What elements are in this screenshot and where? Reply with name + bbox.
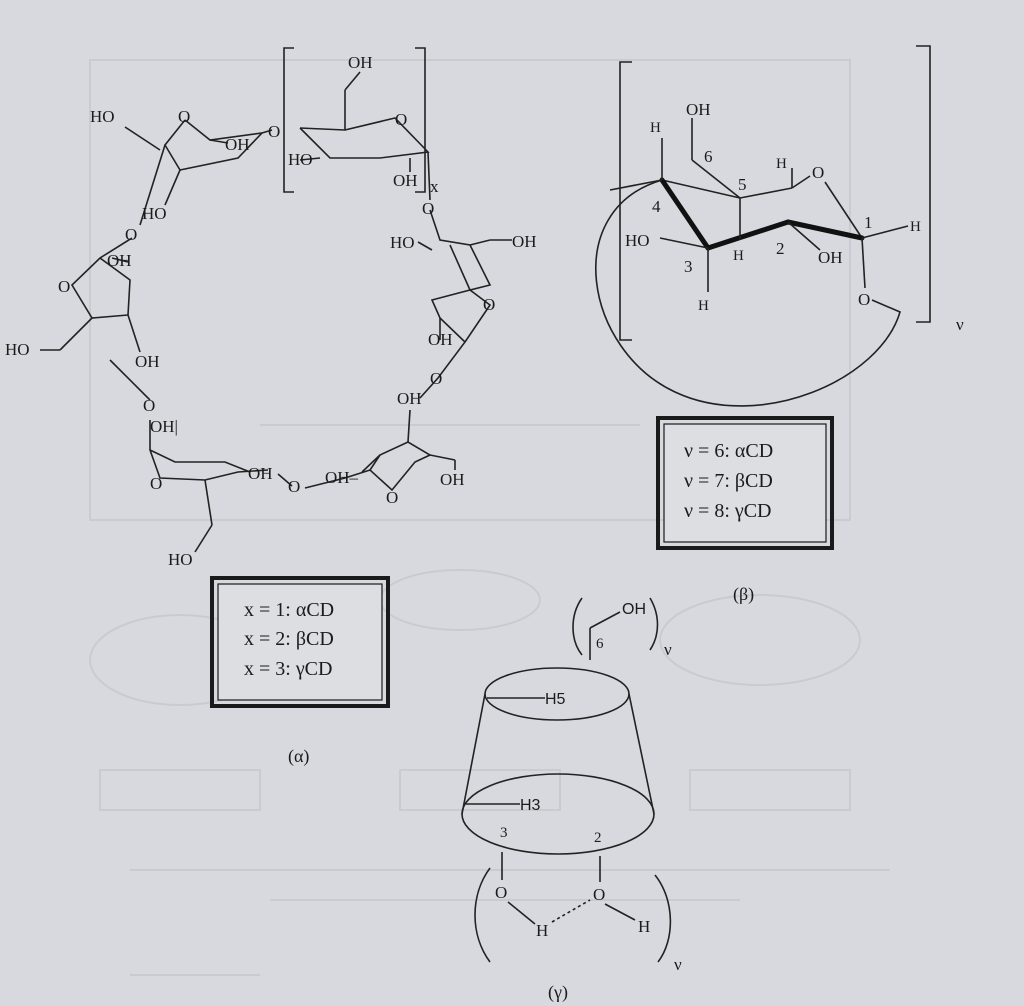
alpha-label-oh-bar: OH|	[150, 417, 178, 436]
panel-beta: H OH 6 H O 5 4 1 H HO 2 H OH 3 O H ν ν =…	[595, 45, 964, 605]
gamma-paren-left-bottom	[474, 867, 491, 963]
gamma-o2-h-bond	[604, 903, 636, 921]
gamma-label-oh: OH	[622, 601, 646, 618]
alpha-label-o-3: O	[395, 110, 407, 129]
alpha-label-oh-8: OH	[397, 389, 422, 408]
beta-num-3: 3	[684, 257, 693, 276]
beta-repeat-index: ν	[956, 315, 964, 334]
gamma-o3-h-bond	[507, 901, 536, 925]
beta-bracket-right	[916, 45, 931, 323]
beta-label-h-5: H	[776, 156, 787, 172]
alpha-label-oh-3: OH	[393, 171, 418, 190]
panel-alpha: HO O OH O OH O HO OH x HO O O HO OH OH O…	[5, 47, 537, 767]
alpha-label-o-12: O	[386, 488, 398, 507]
gamma-oh-bond	[589, 611, 621, 629]
alpha-label-o-9: O	[143, 396, 155, 415]
alpha-label-o-8: O	[430, 369, 442, 388]
beta-caption: (β)	[733, 584, 754, 605]
alpha-legend-line-3: x = 3: γCD	[244, 658, 332, 680]
beta-label-o-ring: O	[812, 163, 824, 182]
beta-atom-labels: H OH 6 H O 5 4 1 H HO 2 H OH 3 O H ν	[625, 100, 964, 334]
alpha-label-oh-10: OH	[440, 470, 465, 489]
gamma-cone-bottom-rim	[461, 773, 655, 855]
alpha-label-o-11: O	[288, 477, 300, 496]
alpha-label-oh-9: OH	[248, 464, 273, 483]
beta-label-oh-2: OH	[818, 248, 843, 267]
alpha-label-ho-4: HO	[390, 233, 415, 252]
beta-legend-box: ν = 6: αCD ν = 7: βCD ν = 8: γCD	[656, 416, 834, 550]
gamma-repeat-index-bottom: ν	[674, 955, 682, 974]
beta-legend-line-2: ν = 7: βCD	[684, 470, 773, 492]
beta-label-oh-6: OH	[686, 100, 711, 119]
gamma-label-h-a: H	[536, 921, 548, 940]
beta-bracket-left	[619, 61, 632, 341]
alpha-label-oh-4: OH	[512, 232, 537, 251]
alpha-label-oh-1: OH	[225, 135, 250, 154]
panel-gamma: OH 6 ν H5 H3 3 2 O O H H ν (γ)	[461, 597, 682, 1003]
beta-linkage-arc	[595, 179, 901, 407]
alpha-legend-line-2: x = 2: βCD	[244, 628, 334, 650]
alpha-repeat-index: x	[430, 177, 439, 196]
gamma-label-h5: H5	[545, 691, 566, 708]
gamma-label-h3: H3	[520, 797, 541, 814]
alpha-atom-labels: HO O OH O OH O HO OH x HO O O HO OH OH O…	[5, 53, 537, 569]
alpha-label-o-10: O	[150, 474, 162, 493]
gamma-cone-right-side	[628, 693, 655, 815]
alpha-label-ho-5: HO	[5, 340, 30, 359]
alpha-caption: (α)	[288, 746, 309, 767]
gamma-label-o3: O	[495, 883, 507, 902]
beta-num-5: 5	[738, 175, 747, 194]
alpha-label-oh-2: OH	[348, 53, 373, 72]
beta-chair-bonds	[609, 118, 909, 292]
alpha-label-o-7: O	[483, 295, 495, 314]
gamma-repeat-index-top: ν	[664, 640, 672, 659]
alpha-label-ho-3: HO	[142, 204, 167, 223]
gamma-paren-left-top	[572, 597, 583, 656]
beta-num-4: 4	[652, 197, 661, 216]
gamma-num-3: 3	[500, 825, 508, 841]
alpha-label-ho-6: HO	[168, 550, 193, 569]
alpha-label-o-6: O	[58, 277, 70, 296]
alpha-label-ho-1: HO	[90, 107, 115, 126]
gamma-paren-right-top	[649, 597, 659, 651]
gamma-label-o2: O	[593, 885, 605, 904]
beta-label-o-glyc: O	[858, 290, 870, 309]
alpha-label-o-5: O	[125, 225, 137, 244]
beta-legend-line-3: ν = 8: γCD	[684, 500, 772, 522]
beta-label-h-3: H	[698, 298, 709, 314]
gamma-num-2: 2	[594, 830, 602, 846]
gamma-cone-left-side	[461, 693, 486, 815]
beta-legend-line-1: ν = 6: αCD	[684, 440, 773, 462]
gamma-hydrogen-bond	[551, 899, 591, 923]
beta-num-6: 6	[704, 147, 713, 166]
beta-label-h-4: H	[650, 120, 661, 136]
beta-num-1: 1	[864, 213, 873, 232]
gamma-num-6: 6	[596, 636, 604, 652]
alpha-label-oh-5: OH	[107, 251, 132, 270]
beta-num-2: 2	[776, 239, 785, 258]
alpha-label-o-1: O	[178, 107, 190, 126]
ghost-background	[89, 59, 890, 976]
alpha-label-o-2: O	[268, 122, 280, 141]
beta-label-ho-3: HO	[625, 231, 650, 250]
beta-label-h-2: H	[733, 248, 744, 264]
alpha-label-oh-7: OH	[135, 352, 160, 371]
alpha-label-ho-2: HO	[288, 150, 313, 169]
beta-label-h-1: H	[910, 219, 921, 235]
alpha-label-oh-dash: OH–	[325, 468, 359, 487]
alpha-legend-box: x = 1: αCD x = 2: βCD x = 3: γCD	[210, 576, 390, 708]
gamma-label-h-b: H	[638, 917, 650, 936]
alpha-legend-line-1: x = 1: αCD	[244, 599, 334, 621]
alpha-ring-bonds	[40, 47, 512, 553]
alpha-label-o-4: O	[422, 199, 434, 218]
alpha-label-oh-6: OH	[428, 330, 453, 349]
gamma-paren-right-bottom	[654, 874, 672, 963]
gamma-caption: (γ)	[548, 982, 568, 1003]
